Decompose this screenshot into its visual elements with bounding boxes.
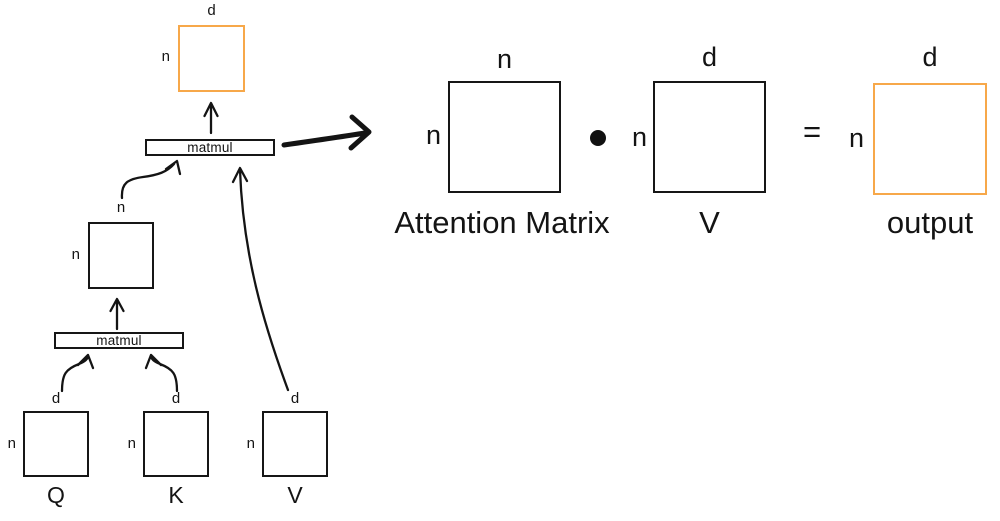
score-matrix-side-dim: n — [71, 246, 80, 263]
k-matrix-caption: K — [168, 482, 184, 508]
v-matrix-top-dim: d — [701, 42, 718, 72]
output-matrix-side-dim: n — [848, 123, 864, 153]
arrow-matmul-bottom-to-score — [109, 297, 125, 331]
arrow-flow-to-equation — [281, 114, 372, 151]
equals-sign: = — [802, 114, 822, 149]
matmul-top-box: matmul — [145, 139, 275, 156]
q-matrix-box — [23, 411, 89, 477]
arrow-score-to-matmul-top — [120, 159, 182, 200]
q-matrix-top-dim: d — [51, 390, 61, 407]
output-matrix-top-dim: d — [922, 42, 938, 72]
output-matrix-box — [873, 83, 987, 195]
attention-matrix-box — [448, 81, 561, 193]
v-input-matrix-box — [262, 411, 328, 477]
v-input-matrix-top-dim: d — [290, 390, 300, 407]
result-matrix-box — [178, 25, 245, 92]
matmul-bottom-label: matmul — [96, 333, 142, 348]
matmul-bottom-box: matmul — [54, 332, 184, 349]
v-matrix-box — [653, 81, 766, 193]
k-matrix-side-dim: n — [127, 435, 136, 452]
score-matrix-top-dim: n — [116, 199, 126, 216]
arrow-k-to-matmul-bottom — [144, 353, 179, 393]
arrow-v-to-matmul-top — [231, 166, 290, 392]
result-matrix-side-dim: n — [161, 48, 170, 65]
q-matrix-caption: Q — [47, 482, 65, 508]
v-matrix-caption: V — [699, 205, 720, 240]
dot-operator-icon — [590, 130, 606, 146]
arrow-q-to-matmul-bottom — [60, 353, 95, 393]
matmul-top-label: matmul — [187, 140, 233, 155]
v-input-matrix-side-dim: n — [246, 435, 255, 452]
output-matrix-caption: output — [886, 205, 974, 240]
score-matrix-box — [88, 222, 154, 289]
v-matrix-side-dim: n — [631, 122, 647, 152]
attention-matrix-top-dim: n — [496, 44, 513, 74]
q-matrix-side-dim: n — [7, 435, 16, 452]
attention-matrix-side-dim: n — [425, 120, 441, 150]
arrow-matmul-top-to-result — [203, 101, 219, 135]
result-matrix-top-dim: d — [207, 2, 216, 19]
k-matrix-top-dim: d — [171, 390, 181, 407]
attention-matrix-caption: Attention Matrix — [394, 205, 610, 240]
k-matrix-box — [143, 411, 209, 477]
v-input-matrix-caption: V — [287, 482, 303, 508]
